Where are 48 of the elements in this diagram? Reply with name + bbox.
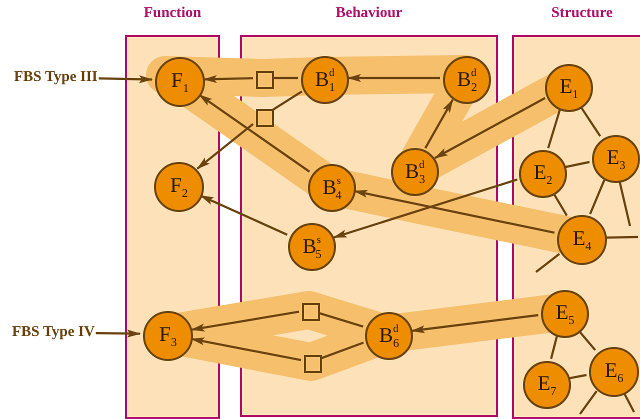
circle-node: E$_{6}$ (589, 347, 639, 397)
arrow (96, 330, 141, 338)
connector-line (550, 336, 558, 360)
arrow (198, 94, 310, 173)
arrow (200, 194, 288, 236)
type-label: FBS Type III (14, 69, 98, 86)
circle-node: F$_{3}$ (143, 311, 193, 361)
circle-node: E$_{3}$ (592, 135, 640, 183)
connector-line (552, 192, 568, 216)
circle-node: F$_{2}$ (154, 162, 204, 212)
arrow (424, 98, 454, 149)
connector-line (272, 90, 302, 111)
circle-node: E$_{1}$ (545, 64, 593, 112)
connector-line (578, 330, 596, 351)
connector-line (623, 392, 635, 412)
small-square (304, 355, 322, 373)
circle-node: E$_{7}$ (523, 361, 571, 409)
arrow (347, 74, 440, 82)
connector-line (618, 181, 632, 226)
arrow (98, 75, 153, 84)
small-square (302, 303, 320, 321)
small-square (256, 71, 274, 89)
arrow (190, 337, 302, 362)
connector-line (318, 312, 364, 328)
arrow (196, 123, 254, 170)
connector-line (580, 106, 602, 137)
connector-line (547, 110, 561, 148)
connector-line (320, 342, 364, 360)
arrow (190, 310, 300, 332)
circle-node: E$_{2}$ (519, 150, 567, 198)
circle-node: E$_{4}$ (557, 215, 607, 265)
connector-line (565, 160, 590, 168)
connector-line (579, 390, 598, 415)
arrow (354, 190, 555, 234)
column-heading: Function (142, 5, 202, 22)
circle-node: E$_{5}$ (541, 290, 589, 338)
connector-line (589, 180, 606, 214)
arrow (203, 75, 254, 84)
connector-line (273, 76, 298, 80)
connector-line (569, 374, 587, 380)
arrow (434, 97, 546, 159)
type-label: FBS Type IV (12, 324, 95, 341)
connector-line (606, 236, 638, 239)
connector-line (535, 253, 560, 273)
arrow (410, 314, 538, 334)
column-heading: Structure (550, 5, 614, 22)
column-heading: Behaviour (334, 5, 404, 22)
small-square (256, 109, 274, 127)
